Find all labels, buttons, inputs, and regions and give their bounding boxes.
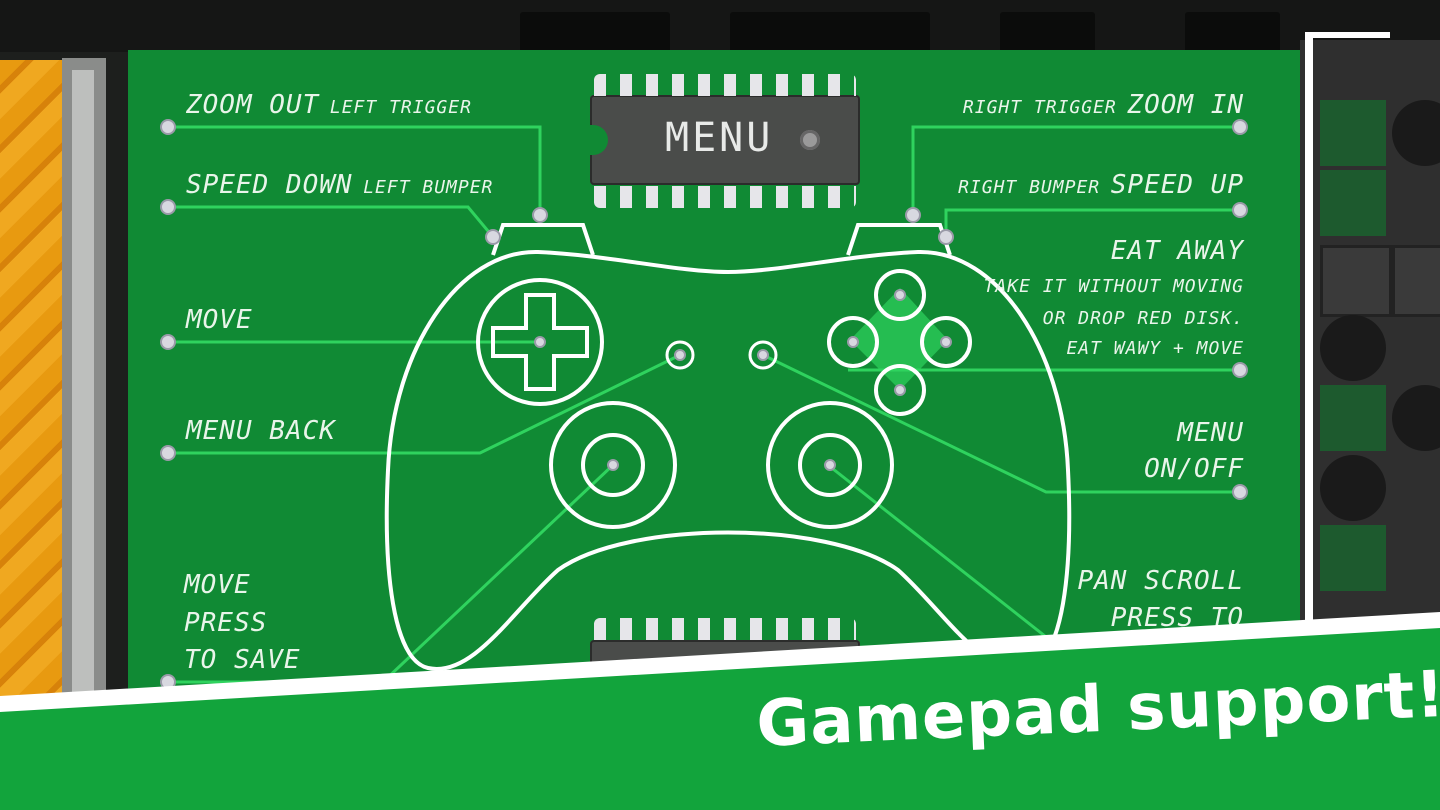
thumbstick-icon — [798, 433, 862, 497]
trace-back — [168, 353, 681, 455]
board-ball — [1320, 315, 1386, 381]
board-tile — [1320, 385, 1386, 451]
chip-pins-top — [594, 74, 856, 96]
board-tile — [1320, 170, 1386, 236]
board-ball — [1392, 385, 1440, 451]
label-move-press-3: TO SAVE — [184, 645, 301, 675]
start-button — [748, 340, 778, 370]
face-buttons-icon — [874, 269, 926, 321]
label-menu-onoff-2: ON/OFF — [1144, 454, 1244, 484]
right-stick-outer — [766, 401, 894, 529]
chip-pins-bottom — [594, 186, 856, 208]
label-move-press-1: MOVE — [184, 570, 251, 600]
trace-left-bumper — [168, 205, 495, 238]
label-menu-back: MENU BACK — [186, 416, 336, 446]
chip-icon: MENU — [588, 95, 860, 185]
led-icon — [800, 130, 820, 150]
orange-side-strip — [0, 60, 64, 710]
label-speed-down: SPEED DOWN LEFT BUMPER — [186, 170, 494, 200]
board-tile — [1320, 525, 1386, 591]
frame-edge-top — [1305, 32, 1390, 38]
label-eat-line-1: TAKE IT WITHOUT MOVING — [983, 276, 1244, 297]
chip-notch — [588, 125, 608, 155]
top-lcd-counter — [1000, 12, 1095, 52]
board-ball — [1320, 455, 1386, 521]
trace-right-bumper — [944, 208, 1240, 237]
label-move: MOVE — [186, 305, 253, 335]
trace-start — [762, 353, 1240, 494]
label-speed-up: RIGHT BUMPER SPEED UP — [958, 170, 1244, 200]
top-lcd-score — [1185, 12, 1280, 52]
back-button — [665, 340, 695, 370]
menu-chip-label[interactable]: MENU — [665, 115, 774, 161]
trace-right-trigger — [911, 125, 1240, 215]
face-button — [827, 316, 879, 368]
gamepad-help-panel: MENU ZOOM OUT LEFT TRIGGER SPEED DOWN LE… — [128, 50, 1300, 710]
thumbstick-icon — [581, 433, 645, 497]
left-rail-inner — [72, 70, 94, 700]
top-status-bar — [0, 0, 1440, 52]
label-menu-onoff-1: MENU — [1177, 418, 1244, 448]
label-pan-1: PAN SCROLL — [1077, 566, 1244, 596]
chip-pins-top — [594, 618, 856, 640]
label-zoom-in: RIGHT TRIGGER ZOOM IN — [962, 90, 1244, 120]
top-lcd-mode — [520, 12, 670, 52]
d-pad-ring — [476, 278, 604, 406]
face-button — [920, 316, 972, 368]
banner-background — [0, 628, 1440, 810]
face-button-highlight — [850, 288, 948, 390]
label-move-press-2: PRESS — [184, 608, 268, 638]
circuit-traces — [160, 119, 1248, 690]
label-eat-line-2: OR DROP RED DISK. — [1042, 308, 1244, 329]
board-tile — [1392, 245, 1440, 317]
label-eat-line-3: EAT WAWY + MOVE — [1066, 338, 1244, 359]
top-lcd-timer — [730, 12, 930, 52]
board-tile — [1320, 100, 1386, 166]
label-zoom-out: ZOOM OUT LEFT TRIGGER — [186, 90, 472, 120]
board-ball — [1392, 100, 1440, 166]
frame-edge — [1305, 32, 1313, 672]
trace-left-trigger — [168, 125, 542, 215]
d-pad-icon — [491, 293, 589, 391]
label-eat-away: EAT AWAY — [1110, 236, 1244, 266]
right-game-board — [1300, 40, 1440, 680]
left-stick-outer — [549, 401, 677, 529]
face-button — [874, 364, 926, 416]
